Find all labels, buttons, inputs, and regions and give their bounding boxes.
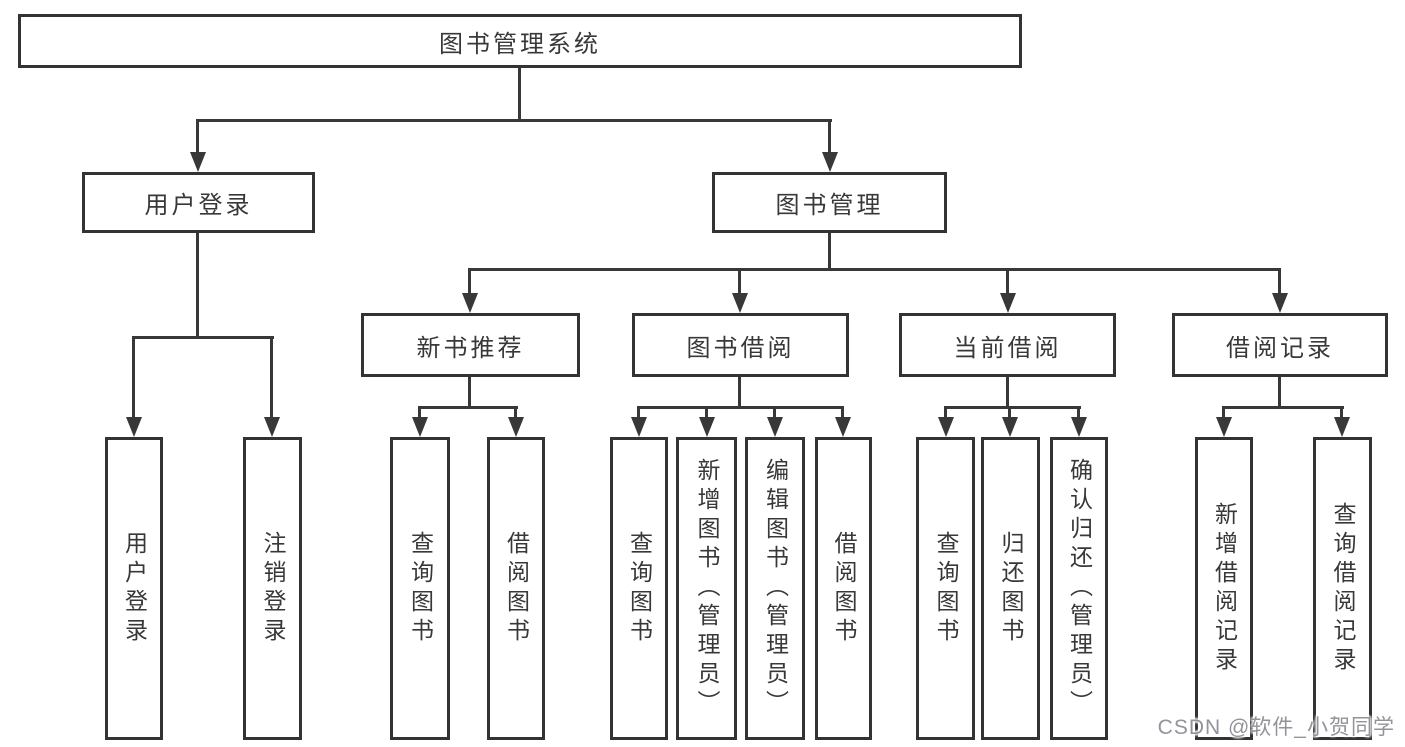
node-user-login: 用户登录: [82, 172, 315, 233]
connector-borrow-record-stem: [1278, 377, 1281, 408]
arrow-down-icon: [126, 417, 142, 437]
arrow-down-icon: [1334, 417, 1350, 437]
arrow-down-icon: [1216, 417, 1232, 437]
connector-current-borrow-stem: [1006, 377, 1009, 408]
connector-drop-new-book: [468, 268, 471, 296]
arrow-down-icon: [508, 417, 524, 437]
node-borrow-record: 借阅记录: [1172, 313, 1388, 377]
connector-drop: [1008, 406, 1011, 419]
leaf-query-books-current: 查询图书: [916, 437, 975, 740]
leaf-borrow-books-borrow: 借阅图书: [815, 437, 872, 740]
csdn-watermark: CSDN @软件_小贺同学: [1157, 716, 1395, 739]
connector-drop-book-borrow: [738, 268, 741, 296]
leaf-edit-book-admin: 编辑图书（管理员）: [745, 437, 805, 740]
connector-drop: [1077, 406, 1080, 419]
arrow-down-icon: [1002, 417, 1018, 437]
connector-drop: [514, 406, 517, 419]
leaf-add-book-admin: 新增图书（管理员）: [676, 437, 737, 740]
arrow-down-icon: [631, 417, 647, 437]
arrow-down-icon: [767, 417, 783, 437]
arrow-down-icon: [462, 293, 478, 313]
connector-drop-leaf-logout: [270, 336, 273, 419]
node-root-library-management-system: 图书管理系统: [18, 14, 1022, 68]
connector-current-borrow-split: [944, 406, 1081, 409]
connector-new-book-split: [418, 406, 518, 409]
connector-drop: [705, 406, 708, 419]
connector-drop: [1222, 406, 1225, 419]
arrow-down-icon: [412, 417, 428, 437]
node-current-borrow: 当前借阅: [899, 313, 1116, 377]
leaf-confirm-return-admin: 确认归还（管理员）: [1050, 437, 1108, 740]
connector-drop-leaf-user-login: [132, 336, 135, 419]
connector-book-borrow-split: [637, 406, 844, 409]
connector-drop: [773, 406, 776, 419]
leaf-user-login: 用户登录: [105, 437, 163, 740]
connector-drop-borrow-record: [1278, 268, 1281, 296]
connector-new-book-stem: [468, 377, 471, 408]
arrow-down-icon: [1272, 293, 1288, 313]
leaf-borrow-books-new-rec: 借阅图书: [487, 437, 545, 740]
leaf-add-borrow-record: 新增借阅记录: [1195, 437, 1253, 740]
connector-book-mgmt-stem: [828, 233, 831, 271]
node-book-borrow: 图书借阅: [632, 313, 849, 377]
connector-drop-book-management: [828, 119, 831, 155]
node-new-book-recommend: 新书推荐: [361, 313, 580, 377]
arrow-down-icon: [938, 417, 954, 437]
arrow-down-icon: [190, 152, 206, 172]
arrow-down-icon: [699, 417, 715, 437]
leaf-logout-login: 注销登录: [243, 437, 302, 740]
leaf-query-books-new-rec: 查询图书: [390, 437, 450, 740]
node-book-management: 图书管理: [712, 172, 947, 233]
arrow-down-icon: [1000, 293, 1016, 313]
connector-book-borrow-stem: [738, 377, 741, 408]
arrow-down-icon: [822, 152, 838, 172]
leaf-query-books-borrow: 查询图书: [610, 437, 668, 740]
connector-level1-split: [196, 119, 832, 122]
arrow-down-icon: [1071, 417, 1087, 437]
connector-borrow-record-split: [1222, 406, 1344, 409]
connector-drop: [841, 406, 844, 419]
arrow-down-icon: [835, 417, 851, 437]
connector-drop: [637, 406, 640, 419]
arrow-down-icon: [264, 417, 280, 437]
connector-book-mgmt-split: [468, 268, 1281, 271]
connector-drop: [1340, 406, 1343, 419]
leaf-query-borrow-record: 查询借阅记录: [1313, 437, 1372, 740]
arrow-down-icon: [732, 293, 748, 313]
connector-root-stem: [518, 68, 521, 122]
connector-user-login-split: [132, 336, 274, 339]
connector-drop-current-borrow: [1006, 268, 1009, 296]
connector-drop: [418, 406, 421, 419]
connector-drop: [944, 406, 947, 419]
connector-drop-user-login: [196, 119, 199, 155]
leaf-return-books: 归还图书: [981, 437, 1040, 740]
connector-user-login-stem: [196, 233, 199, 338]
